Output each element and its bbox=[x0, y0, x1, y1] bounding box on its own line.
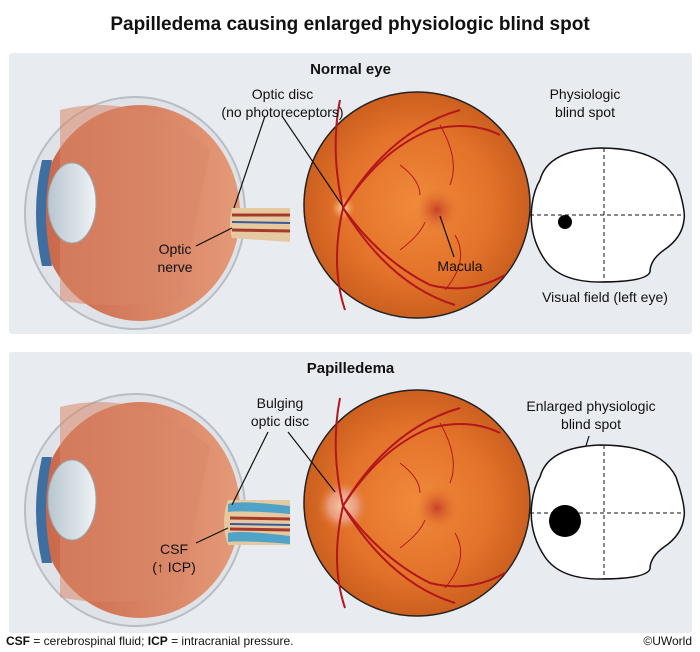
footnote-def-csf: = cerebrospinal fluid; bbox=[30, 634, 148, 648]
macula-label: Macula bbox=[437, 258, 483, 274]
csf-upper bbox=[228, 502, 290, 514]
blind-spot-text-1: Physiologic bbox=[549, 86, 621, 102]
visual-field-papilledema bbox=[530, 444, 686, 580]
footnote: CSF = cerebrospinal fluid; ICP = intracr… bbox=[6, 634, 293, 648]
blind-spot-enlarged bbox=[549, 505, 581, 537]
optic-disc-subtext: (no photoreceptors) bbox=[221, 104, 344, 120]
csf-lower bbox=[228, 532, 290, 544]
footnote-def-icp: = intracranial pressure. bbox=[167, 634, 294, 648]
eyeball-cross-section-papilledema bbox=[24, 393, 291, 627]
enlarged-text-2: blind spot bbox=[561, 416, 621, 432]
optic-disc-text: Optic disc bbox=[251, 86, 314, 102]
footnote-abbr-csf: CSF bbox=[6, 634, 30, 648]
optic-nerve-label: Optic nerve bbox=[150, 240, 200, 276]
visual-field-normal bbox=[530, 147, 686, 283]
normal-eye-title: Normal eye bbox=[310, 61, 391, 78]
footnote-abbr-icp: ICP bbox=[147, 634, 168, 648]
optic-nerve-text-2: nerve bbox=[157, 259, 193, 275]
csf-text-2: (↑ ICP) bbox=[152, 559, 196, 575]
eyeball-cross-section-normal bbox=[24, 96, 291, 330]
retinal-vessels-papilledema bbox=[334, 397, 506, 609]
bulging-optic-disc-label: Bulging optic disc bbox=[240, 394, 320, 430]
enlarged-text-1: Enlarged physiologic bbox=[526, 398, 656, 414]
bulging-text-1: Bulging bbox=[256, 395, 304, 411]
enlarged-blind-spot-label: Enlarged physiologic blind spot bbox=[516, 397, 666, 433]
physiologic-blind-spot-label: Physiologic blind spot bbox=[540, 85, 630, 121]
csf-text-1: CSF bbox=[160, 541, 188, 557]
blind-spot-text-2: blind spot bbox=[555, 104, 615, 120]
papilledema-title: Papilledema bbox=[306, 360, 395, 377]
blind-spot-normal bbox=[558, 215, 572, 229]
visual-field-label: Visual field (left eye) bbox=[542, 289, 668, 305]
bulging-text-2: optic disc bbox=[250, 413, 310, 429]
retinal-vessels-normal bbox=[334, 99, 506, 311]
credit-uworld: ©UWorld bbox=[643, 634, 692, 648]
retina-fundus-papilledema bbox=[303, 389, 531, 617]
optic-disc-label: Optic disc (no photoreceptors) bbox=[220, 85, 345, 121]
figure-title: Papilledema causing enlarged physiologic… bbox=[110, 14, 590, 35]
csf-label: CSF (↑ ICP) bbox=[148, 540, 200, 576]
retina-fundus-normal bbox=[303, 91, 531, 319]
optic-nerve-text-1: Optic bbox=[158, 241, 192, 257]
